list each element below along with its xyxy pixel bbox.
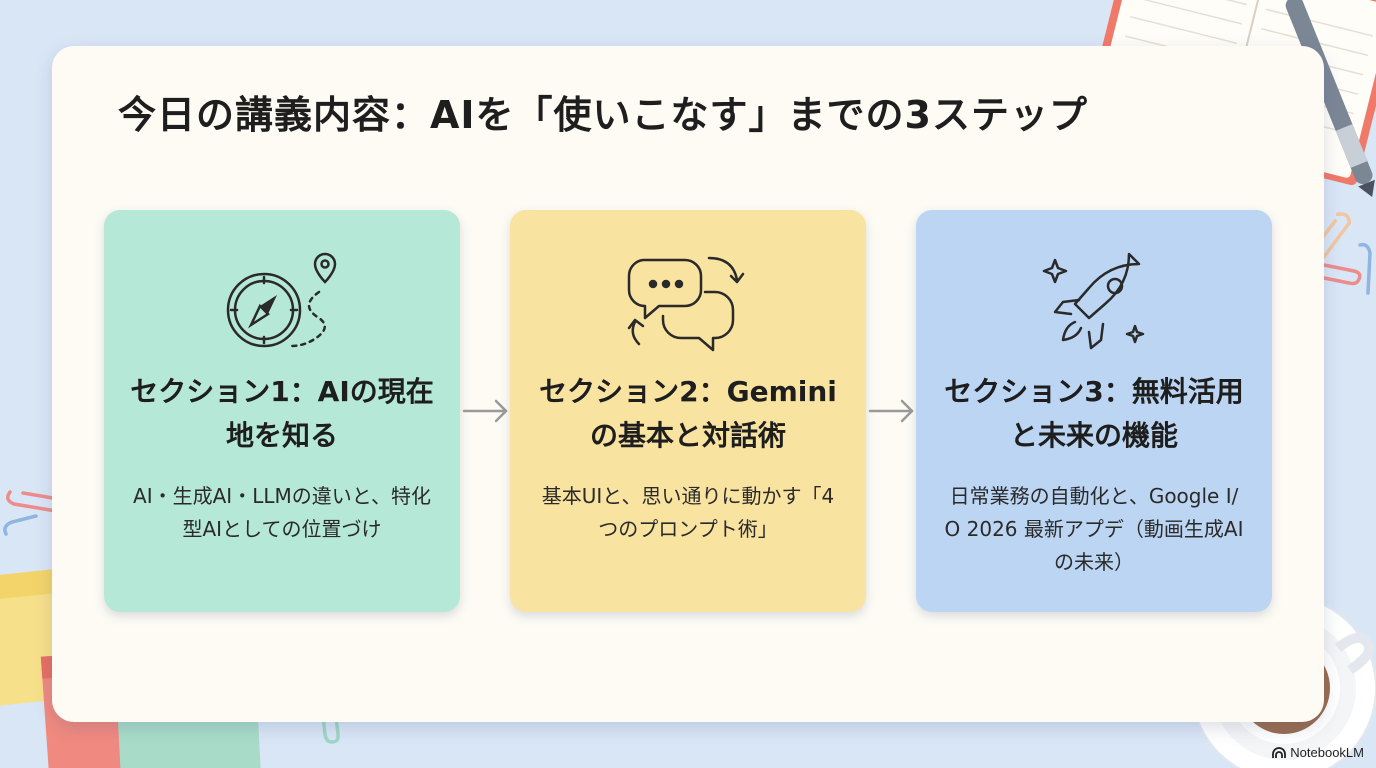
chat-bubbles-icon (510, 240, 866, 360)
section-heading: セクション1：AIの現在地を知る (130, 375, 434, 452)
section-card-3: セクション3：無料活用と未来の機能 日常業務の自動化と、Google I/O 2… (916, 210, 1272, 612)
arrow-right-icon (868, 399, 914, 423)
compass-route-icon (104, 240, 460, 360)
section-description: AI・生成AI・LLMの違いと、特化型AIとしての位置づけ (133, 484, 431, 541)
rocket-icon (916, 240, 1272, 360)
branding-label: NotebookLM (1290, 745, 1364, 760)
arrow-right-icon (462, 399, 508, 423)
slide-title: 今日の講義内容：AIを「使いこなす」までの3ステップ (118, 93, 1088, 137)
section-card-1: セクション1：AIの現在地を知る AI・生成AI・LLMの違いと、特化型AIとし… (104, 210, 460, 612)
section-description: 基本UIと、思い通りに動かす「4つのプロンプト術」 (541, 484, 835, 541)
section-heading: セクション2：Geminiの基本と対話術 (539, 375, 837, 452)
section-card-2: セクション2：Geminiの基本と対話術 基本UIと、思い通りに動かす「4つのプ… (510, 210, 866, 612)
section-description: 日常業務の自動化と、Google I/O 2026 最新アプデ（動画生成AIの未… (944, 484, 1244, 574)
notebooklm-branding: NotebookLM (1272, 745, 1364, 760)
section-heading: セクション3：無料活用と未来の機能 (944, 375, 1244, 452)
notebooklm-logo-icon (1272, 746, 1287, 758)
